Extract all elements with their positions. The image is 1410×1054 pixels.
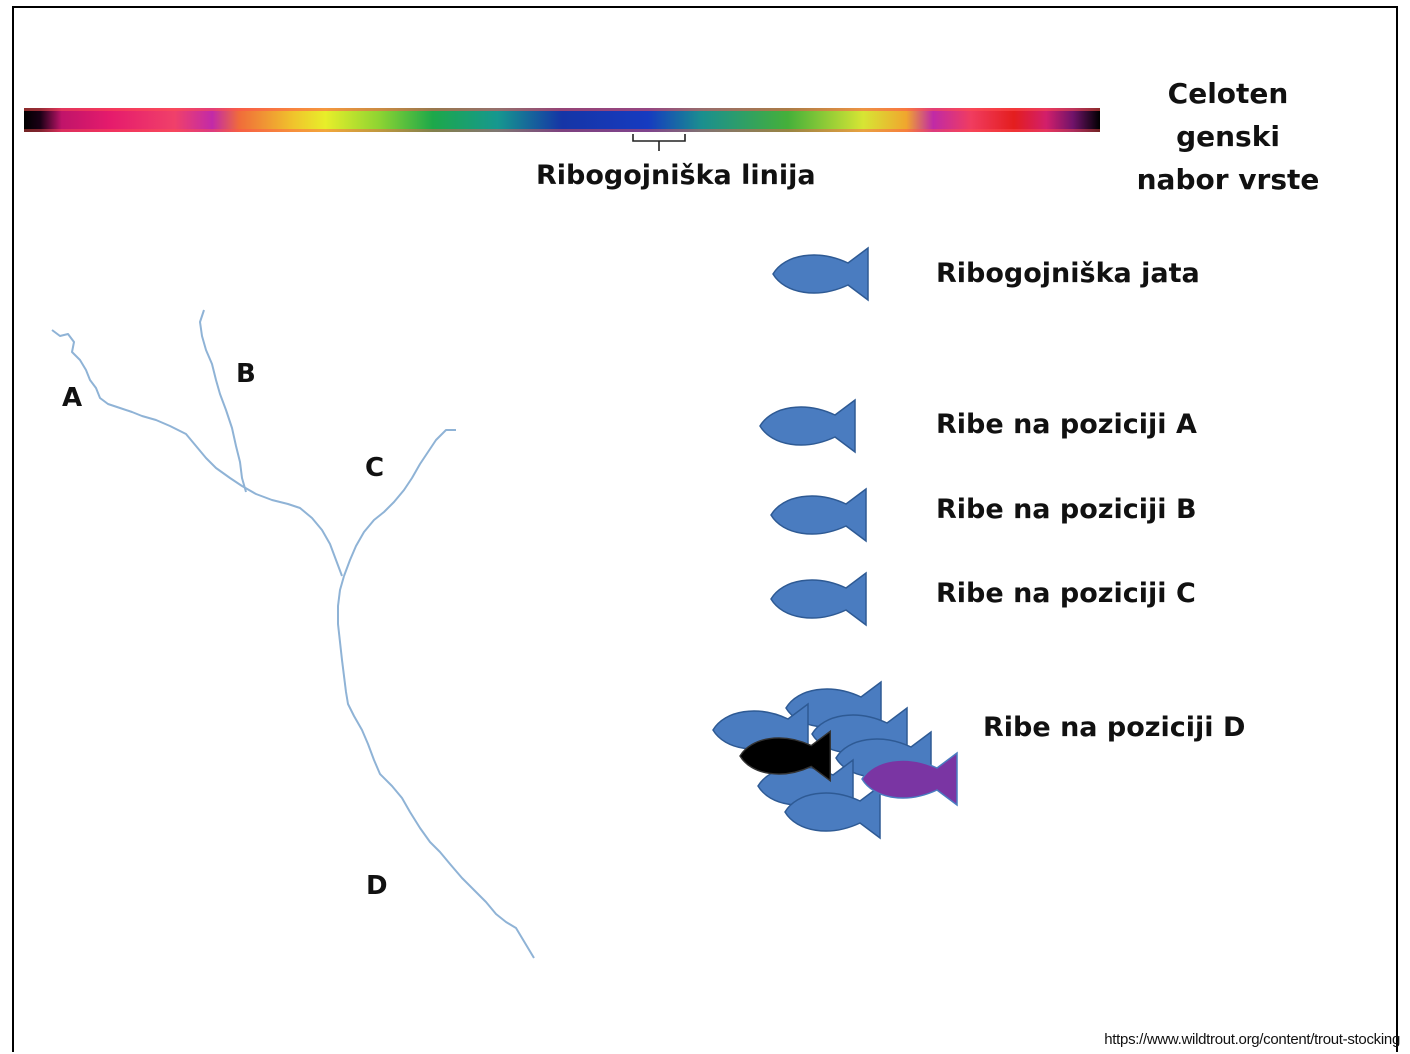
fish-icon-position-c [770,572,867,626]
hatchery-line-label: Ribogojniška linija [536,160,816,191]
legend-label-position-a: Ribe na poziciji A [936,409,1197,440]
river-network [51,309,535,959]
gene-pool-title-line2: nabor vrste [1136,163,1320,196]
legend-label-position-d: Ribe na poziciji D [983,712,1246,743]
legend-label-position-c: Ribe na poziciji C [936,578,1196,609]
species-gene-pool-bar [24,108,1100,132]
river-label-a: A [62,383,82,413]
river-label-c: C [365,453,384,483]
river-branch-c [343,429,456,577]
gene-pool-title-line1: Celoten genski [1167,77,1289,153]
diagram-frame [12,6,1398,1052]
river-branch-b [199,309,247,493]
gene-pool-title: Celoten genski nabor vrste [1112,72,1344,201]
river-label-b: B [236,359,256,389]
river-main-channel [337,575,535,959]
river-branch-a [51,329,343,577]
hatchery-line-bracket [632,134,686,151]
legend-label-position-b: Ribe na poziciji B [936,494,1197,525]
fish-icon-position-b [770,488,867,542]
fish-icon-hatchery [772,247,869,301]
river-label-d: D [366,871,388,901]
fish-school-position-d [712,681,958,839]
legend-label-hatchery: Ribogojniška jata [936,258,1200,289]
fish-icon-position-a [759,399,856,453]
source-url: https://www.wildtrout.org/content/trout-… [1104,1031,1400,1048]
